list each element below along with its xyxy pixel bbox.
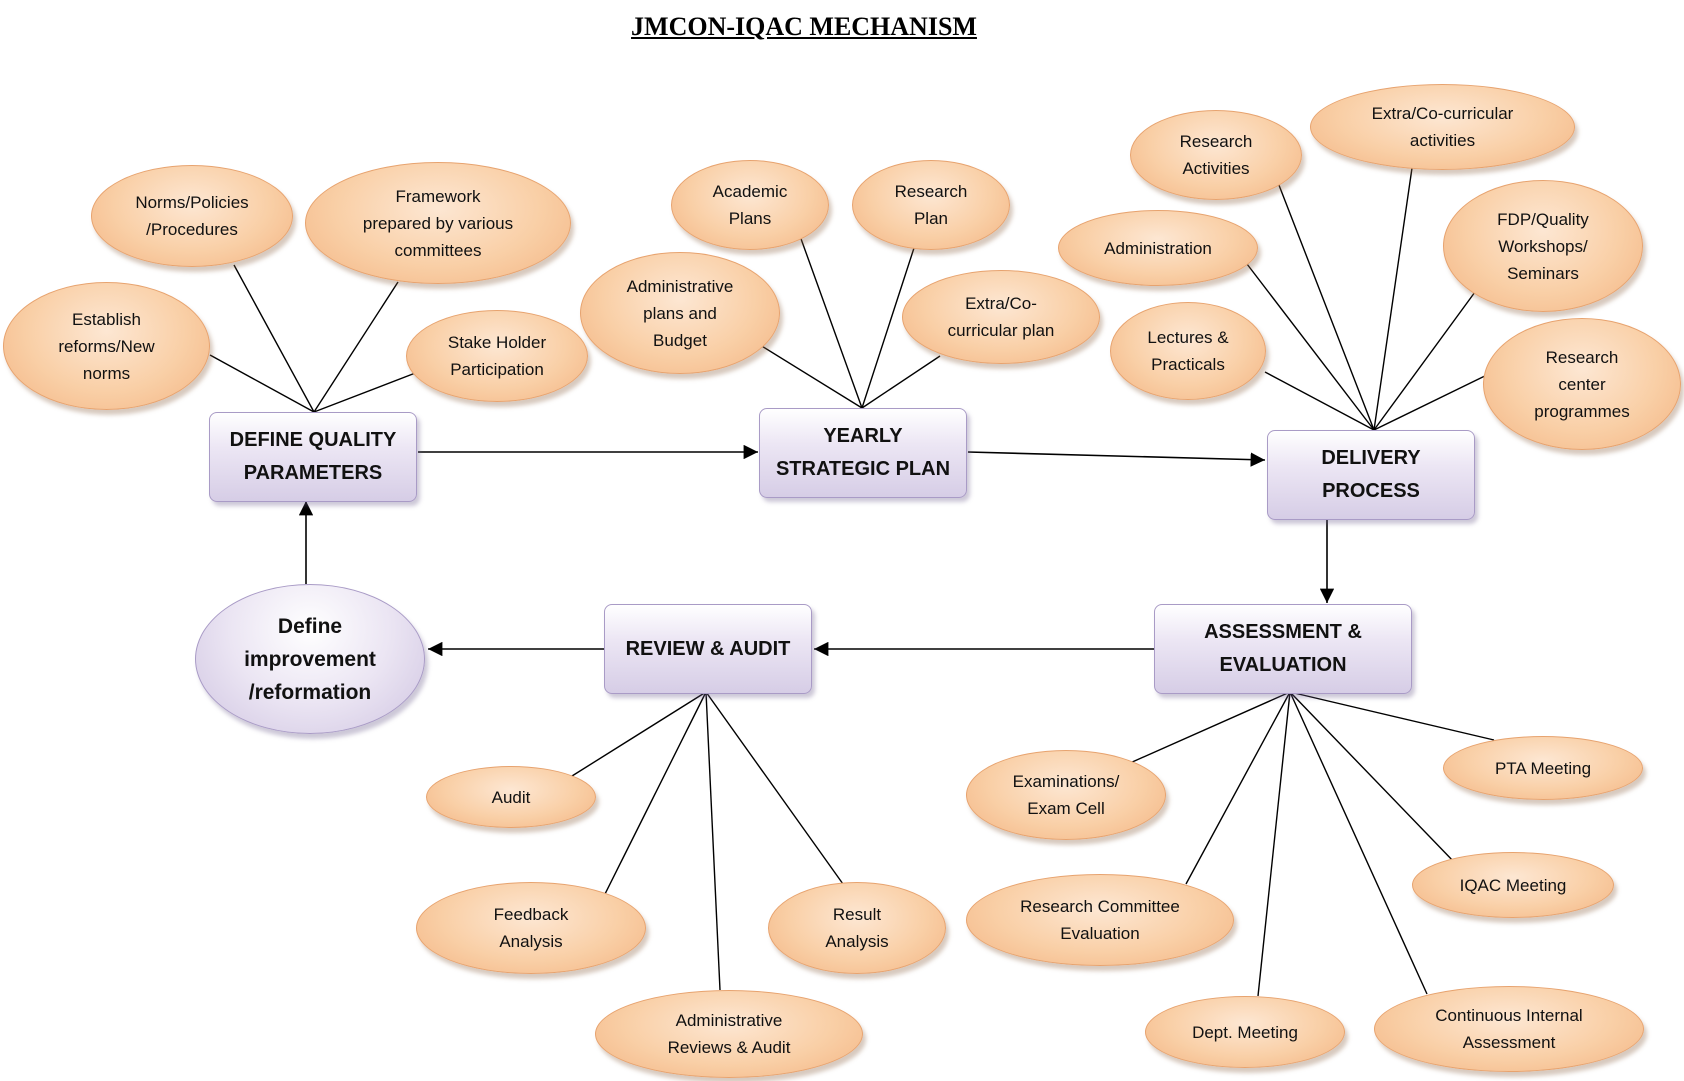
box-define-quality-parameters: DEFINE QUALITY PARAMETERS bbox=[209, 412, 417, 502]
node-research-plan: Research Plan bbox=[852, 160, 1010, 250]
node-feedback-analysis: Feedback Analysis bbox=[416, 882, 646, 974]
spoke-audit bbox=[571, 691, 707, 777]
node-research-activities: Research Activities bbox=[1130, 110, 1302, 200]
spoke-admin-reviews bbox=[705, 691, 721, 991]
spoke-academic-plans bbox=[799, 235, 863, 409]
node-research-center: Research center programmes bbox=[1483, 318, 1681, 450]
node-audit: Audit bbox=[426, 766, 596, 828]
node-administration: Administration bbox=[1058, 210, 1258, 286]
spoke-iqac bbox=[1289, 691, 1457, 865]
spoke-research-center bbox=[1373, 371, 1494, 431]
node-extra-activities: Extra/Co-curricular activities bbox=[1310, 84, 1575, 170]
spoke-extra-activities bbox=[1373, 167, 1413, 431]
spoke-research-committee bbox=[1185, 691, 1291, 885]
node-norms-policies: Norms/Policies /Procedures bbox=[91, 165, 293, 267]
spoke-pta bbox=[1289, 691, 1495, 741]
box-yearly-strategic-plan: YEARLY STRATEGIC PLAN bbox=[759, 408, 967, 498]
spoke-examinations bbox=[1129, 691, 1291, 764]
node-pta-meeting: PTA Meeting bbox=[1443, 736, 1643, 800]
spoke-lectures bbox=[1264, 371, 1375, 431]
box-delivery-process: DELIVERY PROCESS bbox=[1267, 430, 1475, 520]
node-admin-reviews: Administrative Reviews & Audit bbox=[595, 990, 863, 1078]
spoke-framework bbox=[313, 281, 399, 413]
spoke-admin-plans bbox=[759, 344, 863, 409]
spoke-administration bbox=[1246, 263, 1375, 431]
node-result-analysis: Result Analysis bbox=[768, 882, 946, 974]
node-academic-plans: Academic Plans bbox=[671, 160, 829, 250]
spoke-research-plan bbox=[861, 247, 915, 409]
spoke-fdp bbox=[1373, 291, 1476, 431]
box-assessment-evaluation: ASSESSMENT & EVALUATION bbox=[1154, 604, 1412, 694]
node-iqac-meeting: IQAC Meeting bbox=[1412, 852, 1614, 918]
spoke-continuous-assessment bbox=[1289, 691, 1428, 995]
node-extra-plan: Extra/Co- curricular plan bbox=[902, 270, 1100, 364]
spoke-feedback bbox=[603, 691, 707, 897]
node-stake-holder: Stake Holder Participation bbox=[406, 310, 588, 402]
spoke-dept-meeting bbox=[1257, 691, 1291, 997]
spoke-research-activities bbox=[1276, 179, 1375, 431]
node-lectures-practicals: Lectures & Practicals bbox=[1110, 302, 1266, 400]
box-review-audit: REVIEW & AUDIT bbox=[604, 604, 812, 694]
page-title: JMCON-IQAC MECHANISM bbox=[631, 12, 977, 41]
node-continuous-assessment: Continuous Internal Assessment bbox=[1374, 986, 1644, 1072]
node-fdp-workshops: FDP/Quality Workshops/ Seminars bbox=[1443, 180, 1643, 312]
arrow-yearly-to-delivery bbox=[967, 451, 1266, 467]
node-dept-meeting: Dept. Meeting bbox=[1145, 996, 1345, 1068]
node-research-committee: Research Committee Evaluation bbox=[966, 874, 1234, 966]
node-framework: Framework prepared by various committees bbox=[305, 162, 571, 284]
spoke-extra-plan bbox=[861, 355, 941, 409]
spoke-result bbox=[705, 691, 844, 885]
spoke-stake-holder bbox=[313, 371, 419, 413]
spoke-norms-policies bbox=[233, 264, 315, 413]
spoke-establish-reforms bbox=[209, 354, 315, 413]
node-admin-plans: Administrative plans and Budget bbox=[580, 252, 780, 374]
node-define-improvement: Define improvement /reformation bbox=[195, 584, 425, 734]
node-examinations: Examinations/ Exam Cell bbox=[966, 750, 1166, 840]
node-establish-reforms: Establish reforms/New norms bbox=[3, 282, 210, 410]
